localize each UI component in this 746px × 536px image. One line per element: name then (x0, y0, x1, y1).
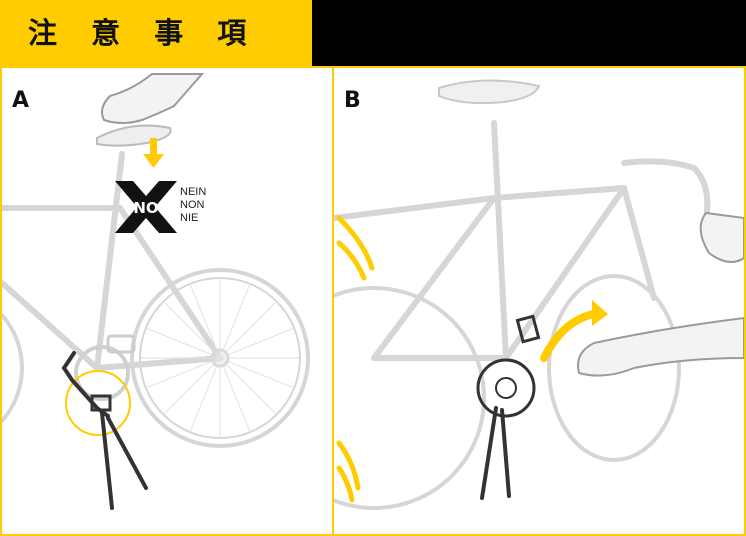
page-title: 注 意 事 項 (28, 16, 259, 50)
bicycle-frame-b (334, 120, 711, 510)
panel-b-label: B (344, 88, 361, 113)
no-cross-icon: NO (115, 181, 177, 233)
warning-word-non: NON (180, 199, 205, 211)
panel-a-label: A (12, 88, 30, 113)
warning-word-nie: NIE (180, 212, 199, 224)
header-bar: 注 意 事 項 (0, 0, 746, 66)
hand-on-handlebar (699, 211, 744, 263)
curved-arrow-icon (540, 300, 608, 362)
header-black-block (312, 0, 746, 66)
warning-words: NEIN NON NIE (180, 186, 206, 225)
warning-word-nein: NEIN (180, 186, 207, 198)
kickstand-b (480, 314, 541, 500)
bicycle-frame-a (2, 151, 310, 448)
panel-a-illustration: NO (2, 73, 310, 510)
no-badge-text: NO (133, 199, 158, 217)
panel-b: B (332, 66, 746, 536)
saddle-b (438, 79, 541, 105)
down-arrow-icon (143, 138, 164, 168)
header-yellow-block: 注 意 事 項 (0, 0, 312, 66)
saddle-a (96, 124, 172, 147)
kickstand-a (61, 351, 148, 510)
hand-icon (101, 73, 205, 124)
pedal-a (106, 334, 136, 354)
rear-wheel-spokes (140, 278, 300, 438)
panel-b-illustration (334, 79, 744, 510)
chainring-b (476, 358, 536, 418)
panel-a: NO A NEIN NON NIE (0, 66, 334, 536)
hand-icon (577, 316, 744, 377)
motion-lines-icon (336, 215, 375, 503)
chainring-a (74, 345, 130, 401)
kickstand-highlight-circle (65, 370, 131, 436)
